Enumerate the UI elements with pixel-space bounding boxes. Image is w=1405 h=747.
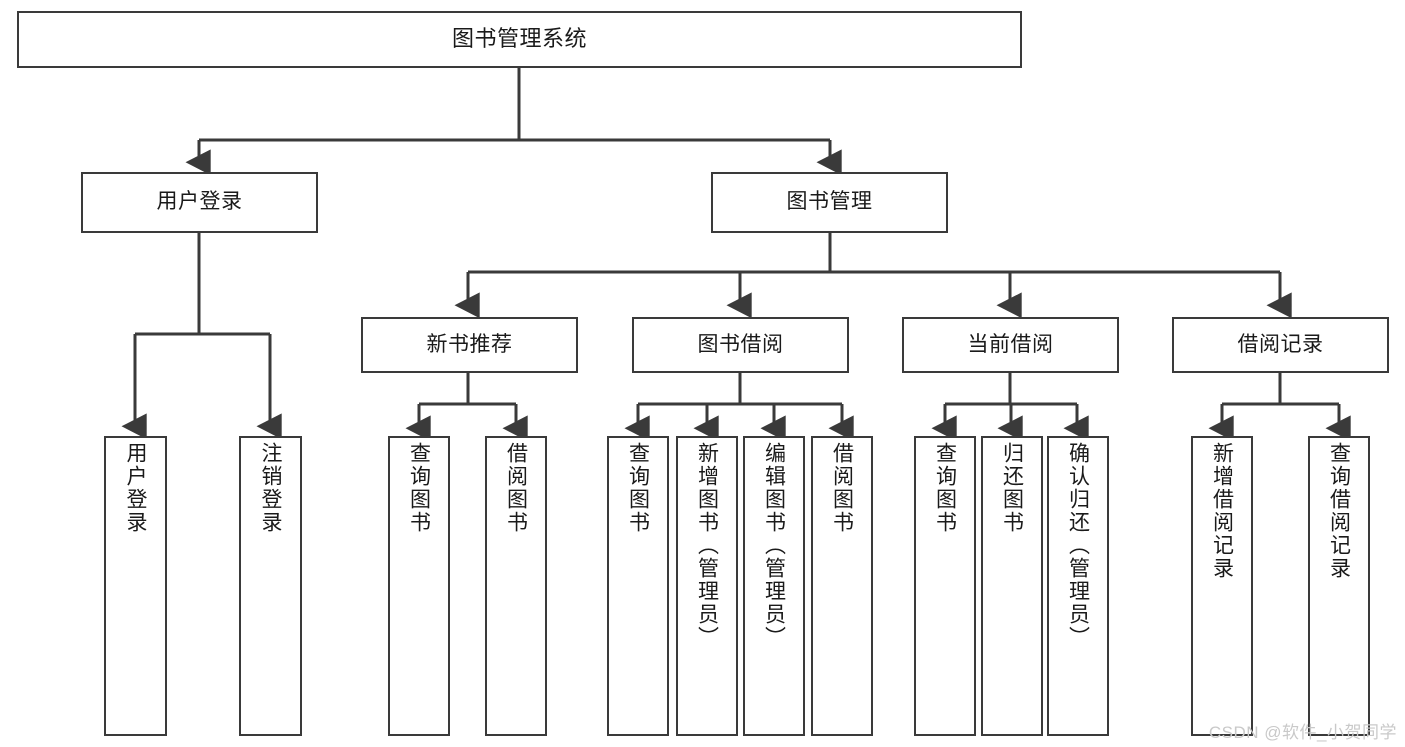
- node-leaf-query-book-2[interactable]: 查询图书: [607, 436, 669, 736]
- node-borrow-record-label: 借阅记录: [1237, 332, 1324, 356]
- node-leaf-query-record[interactable]: 查询借阅记录: [1308, 436, 1370, 736]
- node-leaf-edit-book[interactable]: 编辑图书（管理员）: [743, 436, 805, 736]
- node-leaf-query-book-1-label: 查询图书: [407, 442, 431, 534]
- node-new-book-recommend[interactable]: 新书推荐: [361, 317, 578, 373]
- node-leaf-confirm-return-label: 确认归还（管理员）: [1066, 442, 1090, 649]
- node-leaf-add-book-label: 新增图书（管理员）: [695, 442, 719, 649]
- node-leaf-user-login-label: 用户登录: [124, 442, 148, 534]
- node-leaf-add-record[interactable]: 新增借阅记录: [1191, 436, 1253, 736]
- csdn-watermark: CSDN @软件_小贺同学: [1208, 723, 1397, 742]
- node-book-management[interactable]: 图书管理: [711, 172, 948, 233]
- node-leaf-confirm-return[interactable]: 确认归还（管理员）: [1047, 436, 1109, 736]
- node-leaf-query-record-label: 查询借阅记录: [1327, 442, 1351, 580]
- node-leaf-user-login[interactable]: 用户登录: [104, 436, 167, 736]
- node-leaf-add-book[interactable]: 新增图书（管理员）: [676, 436, 738, 736]
- node-current-borrow[interactable]: 当前借阅: [902, 317, 1119, 373]
- node-user-login-label: 用户登录: [156, 190, 243, 214]
- node-root-label: 图书管理系统: [451, 26, 587, 52]
- node-leaf-add-record-label: 新增借阅记录: [1210, 442, 1234, 580]
- node-book-borrow[interactable]: 图书借阅: [632, 317, 849, 373]
- node-leaf-query-book-2-label: 查询图书: [626, 442, 650, 534]
- node-borrow-record[interactable]: 借阅记录: [1172, 317, 1389, 373]
- node-leaf-query-book-3[interactable]: 查询图书: [914, 436, 976, 736]
- node-leaf-borrow-book-1-label: 借阅图书: [504, 442, 528, 534]
- node-book-management-label: 图书管理: [786, 190, 873, 214]
- node-leaf-return-book-label: 归还图书: [1000, 442, 1024, 534]
- node-leaf-logout-login[interactable]: 注销登录: [239, 436, 302, 736]
- node-leaf-logout-login-label: 注销登录: [259, 442, 283, 534]
- node-leaf-query-book-3-label: 查询图书: [933, 442, 957, 534]
- node-leaf-return-book[interactable]: 归还图书: [981, 436, 1043, 736]
- node-user-login[interactable]: 用户登录: [81, 172, 318, 233]
- node-book-borrow-label: 图书借阅: [697, 332, 784, 356]
- node-leaf-borrow-book-2[interactable]: 借阅图书: [811, 436, 873, 736]
- node-leaf-edit-book-label: 编辑图书（管理员）: [762, 442, 786, 649]
- node-leaf-borrow-book-1[interactable]: 借阅图书: [485, 436, 547, 736]
- node-new-book-recommend-label: 新书推荐: [426, 332, 513, 356]
- node-current-borrow-label: 当前借阅: [967, 332, 1054, 356]
- node-leaf-query-book-1[interactable]: 查询图书: [388, 436, 450, 736]
- node-root[interactable]: 图书管理系统: [17, 11, 1022, 68]
- node-leaf-borrow-book-2-label: 借阅图书: [830, 442, 854, 534]
